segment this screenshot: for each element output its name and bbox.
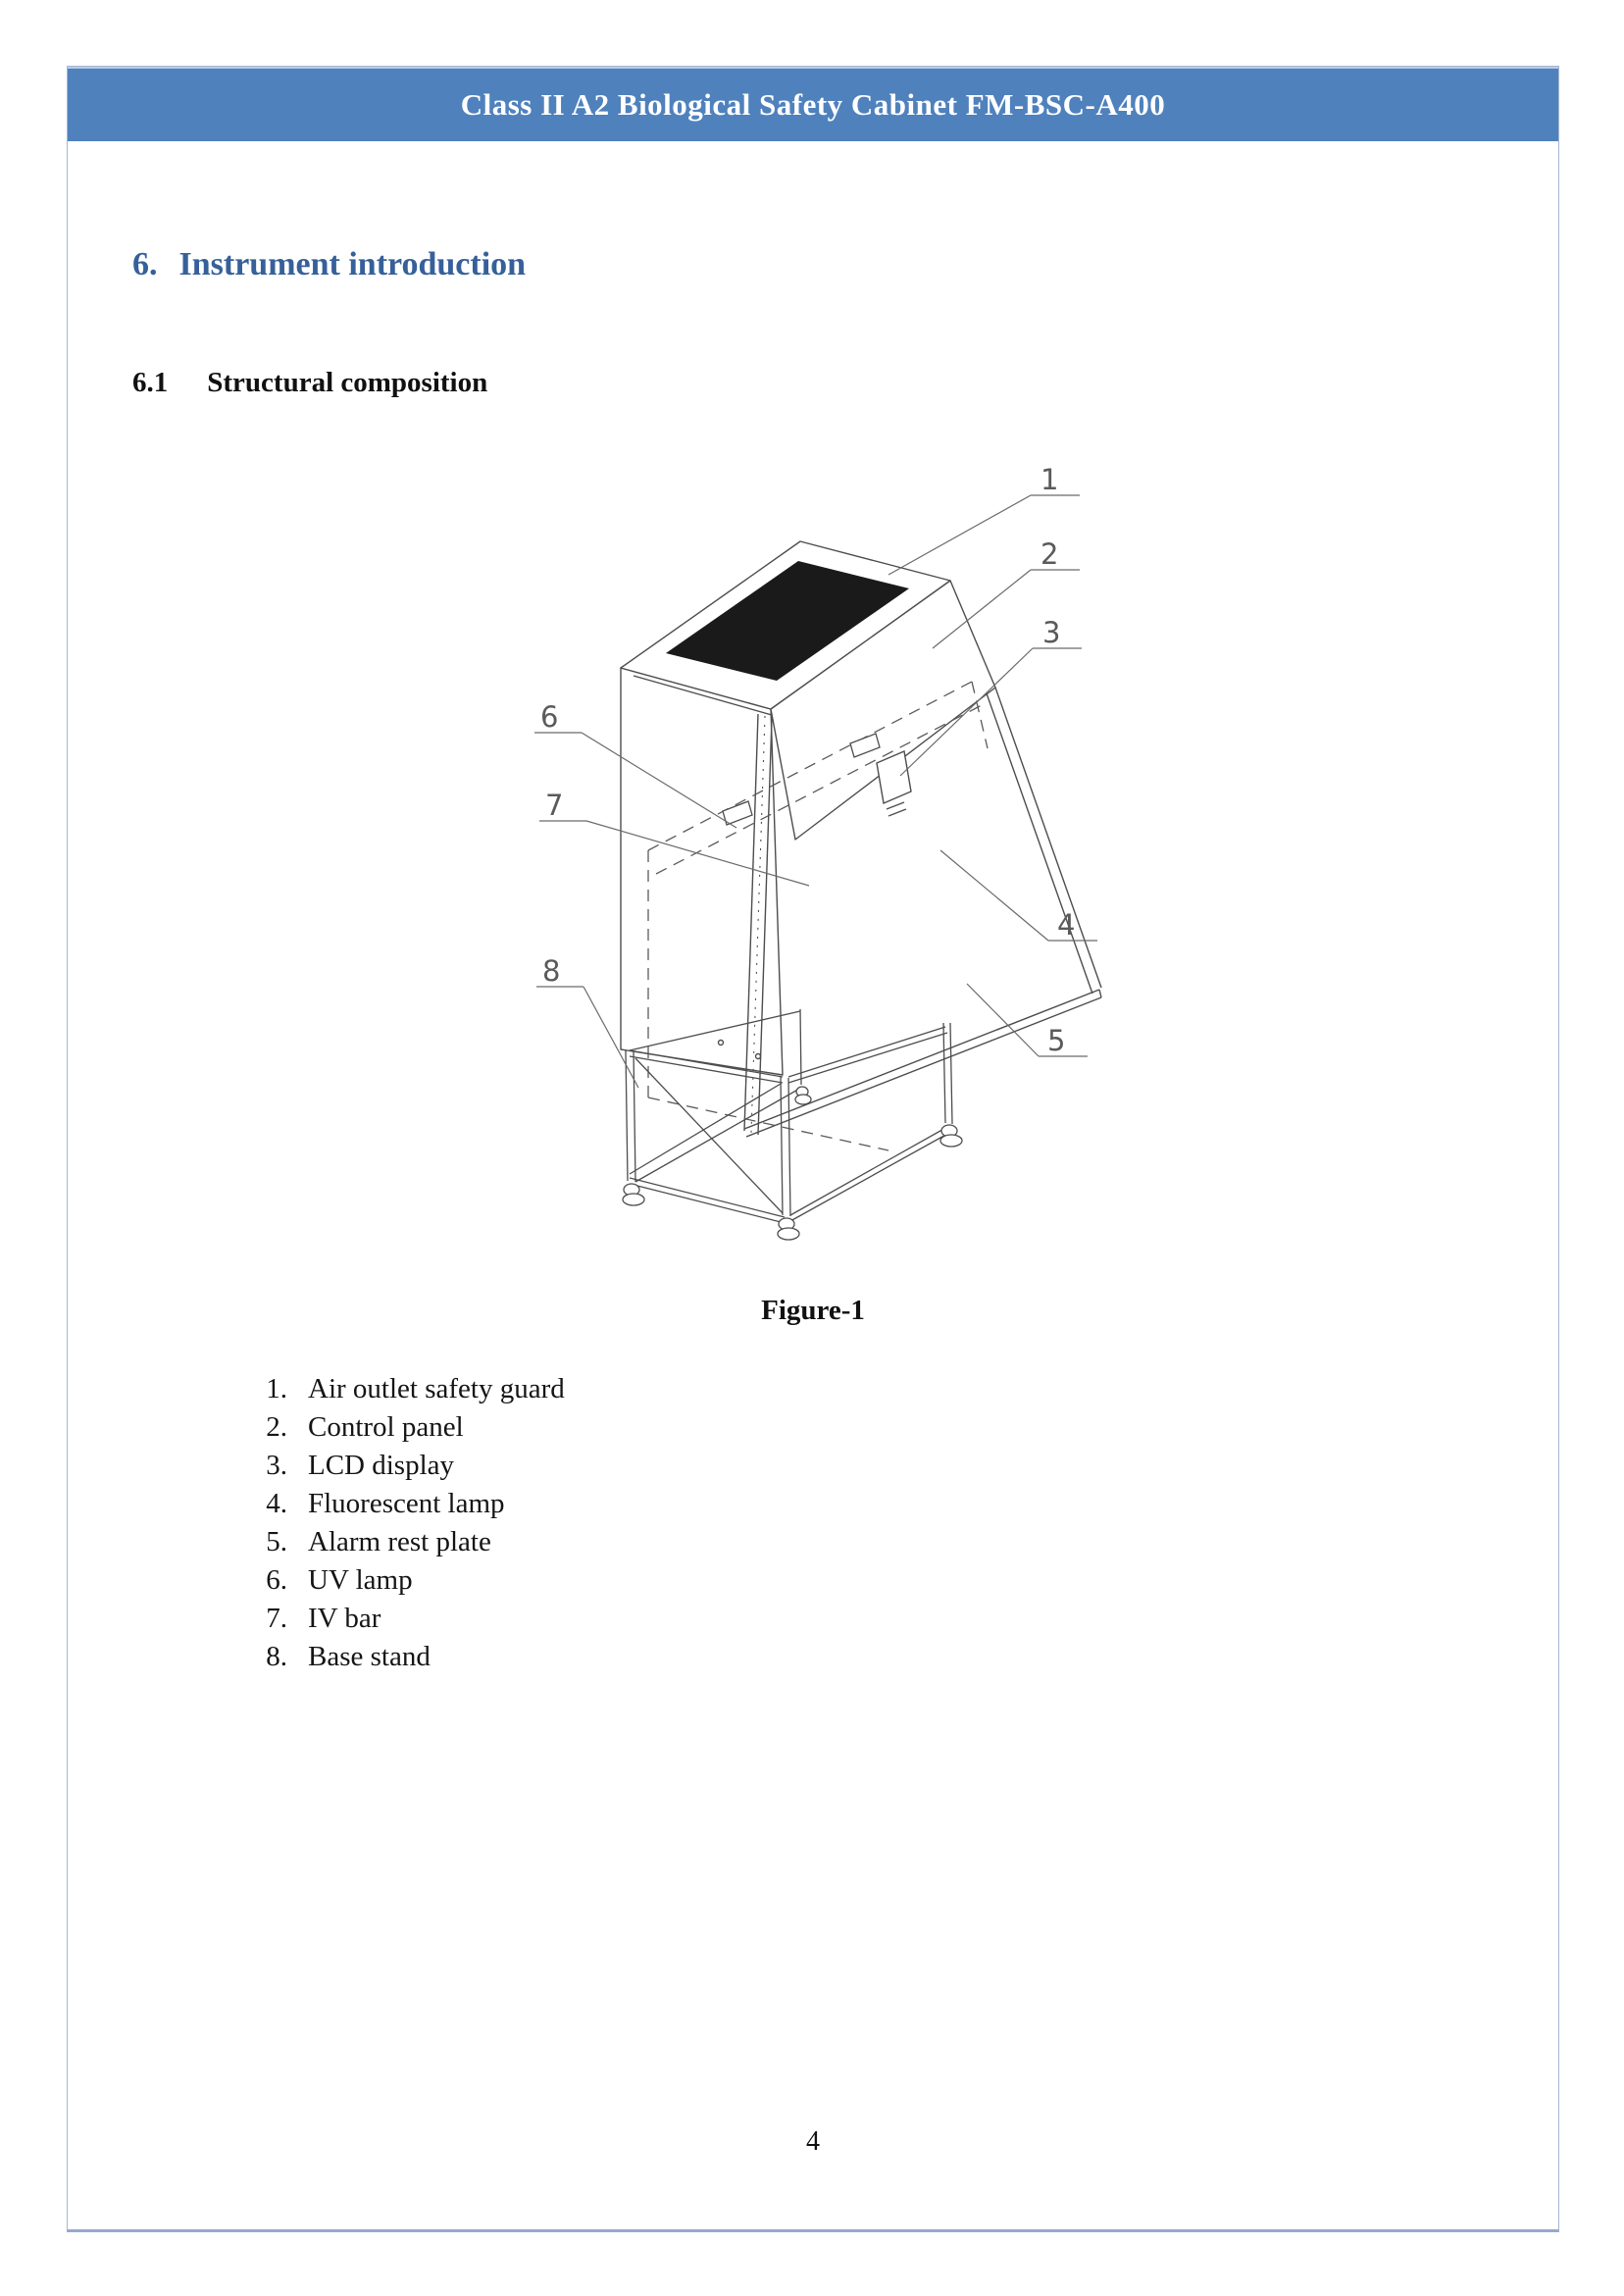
list-item-number: 1. [266, 1373, 287, 1404]
callout-leader-lines [534, 494, 1097, 1089]
subsection-title: Structural composition [207, 367, 488, 398]
air-outlet-grid [666, 561, 909, 681]
list-item: 1. Air outlet safety guard [242, 1373, 565, 1411]
list-item: 4. Fluorescent lamp [242, 1488, 565, 1526]
callout-1: 1 [1040, 463, 1058, 496]
list-item-label: Control panel [308, 1411, 464, 1443]
list-item: 7. IV bar [242, 1603, 565, 1641]
page-number: 4 [806, 2126, 820, 2157]
casters [622, 1086, 963, 1241]
list-item-label: UV lamp [308, 1564, 413, 1596]
callout-8: 8 [542, 954, 560, 988]
page-content-box: Class II A2 Biological Safety Cabinet FM… [67, 66, 1559, 2232]
safety-cabinet-line-drawing: 1 2 3 4 5 6 7 8 [534, 463, 1102, 1241]
list-item-label: LCD display [308, 1450, 455, 1481]
list-item-label: Fluorescent lamp [308, 1488, 505, 1519]
callout-5: 5 [1047, 1024, 1065, 1057]
section-heading: 6. Instrument introduction [132, 246, 526, 283]
list-item: 3. LCD display [242, 1450, 565, 1488]
list-item-label: IV bar [308, 1603, 381, 1634]
list-item-number: 5. [266, 1526, 287, 1557]
interior-dashed-lines [647, 681, 989, 1151]
list-item: 8. Base stand [242, 1641, 565, 1679]
parts-list: 1. Air outlet safety guard 2. Control pa… [242, 1373, 565, 1679]
callout-7: 7 [545, 789, 563, 822]
list-item-number: 4. [266, 1488, 287, 1519]
list-item-number: 3. [266, 1450, 287, 1481]
list-item-label: Alarm rest plate [308, 1526, 491, 1557]
list-item-number: 6. [266, 1564, 287, 1596]
lamp-fittings [722, 733, 881, 826]
figure-1-drawing: 1 2 3 4 5 6 7 8 [511, 433, 1139, 1296]
callout-6: 6 [540, 700, 558, 734]
figure-caption: Figure-1 [761, 1295, 865, 1326]
callout-4: 4 [1057, 908, 1075, 942]
list-item-label: Base stand [308, 1641, 431, 1672]
section-number: 6. [132, 246, 158, 282]
callout-numbers: 1 2 3 4 5 6 7 8 [540, 463, 1075, 1057]
callout-3: 3 [1042, 616, 1060, 649]
list-item-number: 2. [266, 1411, 287, 1443]
list-item: 6. UV lamp [242, 1564, 565, 1603]
list-item: 5. Alarm rest plate [242, 1526, 565, 1564]
list-item: 2. Control panel [242, 1411, 565, 1450]
base-stand [625, 1008, 953, 1224]
lcd-display [876, 750, 912, 817]
list-item-number: 7. [266, 1603, 287, 1634]
callout-2: 2 [1040, 537, 1058, 571]
subsection-number: 6.1 [132, 367, 169, 398]
list-item-label: Air outlet safety guard [308, 1373, 565, 1404]
document-title: Class II A2 Biological Safety Cabinet FM… [460, 87, 1166, 122]
section-title: Instrument introduction [178, 246, 527, 282]
list-item-number: 8. [266, 1641, 287, 1672]
subsection-heading: 6.1 Structural composition [132, 367, 487, 399]
header-bar: Class II A2 Biological Safety Cabinet FM… [68, 67, 1558, 141]
